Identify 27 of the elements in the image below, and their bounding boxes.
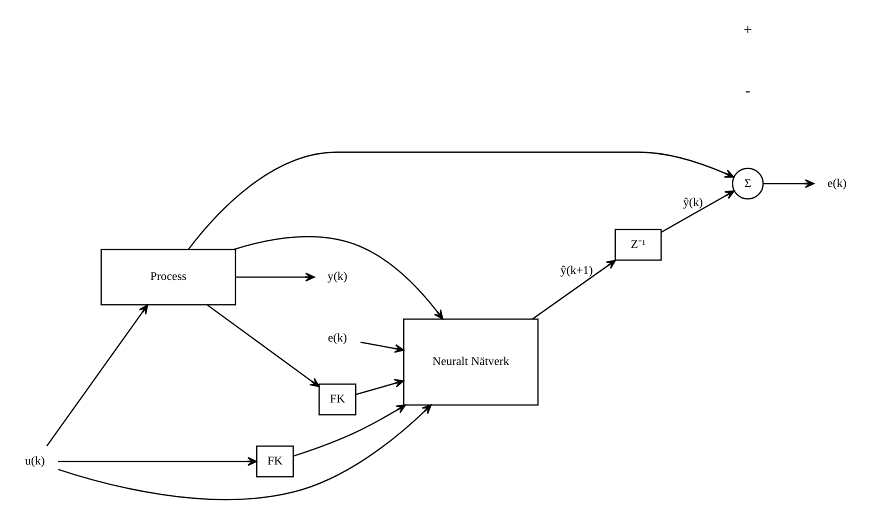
arrow bbox=[58, 404, 432, 500]
arrow bbox=[660, 190, 735, 233]
edge-label: ŷ(k) bbox=[683, 194, 703, 209]
node-box: FK bbox=[256, 446, 294, 478]
arrow bbox=[356, 378, 404, 396]
arrow bbox=[293, 404, 406, 457]
node-box: Process bbox=[100, 248, 236, 306]
node-text: u(k) bbox=[25, 454, 45, 468]
edge-label: ŷ(k+1) bbox=[560, 262, 593, 277]
label: - bbox=[745, 82, 750, 100]
node-text: e(k) bbox=[827, 176, 847, 190]
arrow bbox=[188, 152, 734, 250]
node-box: FK bbox=[318, 384, 356, 416]
arrow bbox=[234, 236, 444, 320]
arrow bbox=[532, 260, 616, 320]
arrow bbox=[236, 272, 315, 282]
node-box: Neuralt Nätverk bbox=[403, 318, 539, 406]
node-circle: Σ bbox=[732, 168, 764, 200]
label: + bbox=[744, 21, 752, 38]
arrow bbox=[46, 304, 148, 446]
arrow bbox=[360, 342, 404, 353]
arrow bbox=[763, 179, 814, 188]
node-text: y(k) bbox=[328, 269, 348, 284]
node-box: Z⁻¹ bbox=[614, 228, 662, 261]
arrow bbox=[206, 304, 320, 388]
node-text: e(k) bbox=[328, 330, 348, 344]
arrow bbox=[58, 457, 258, 466]
